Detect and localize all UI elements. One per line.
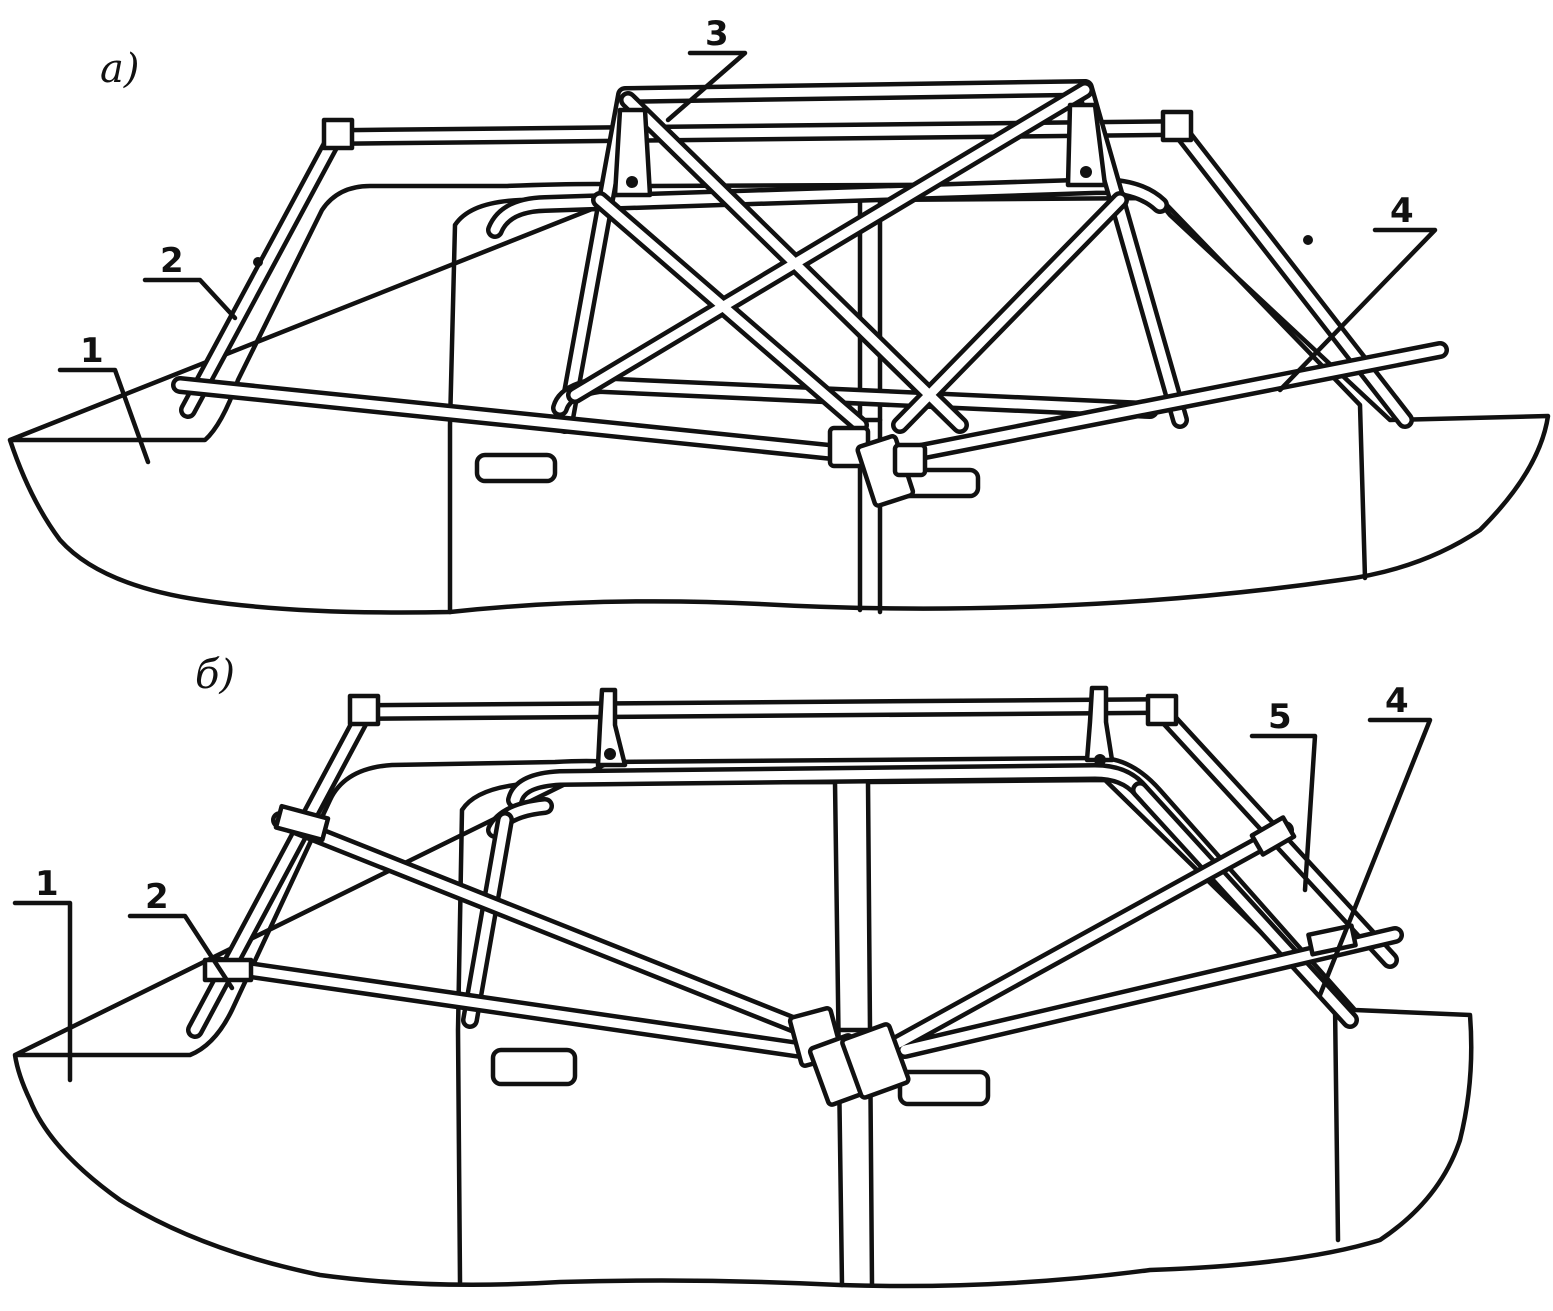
panel-b-rear-door	[865, 777, 1341, 1288]
panel-a-label: а)	[100, 46, 139, 92]
panel-a-callout-3: 3	[665, 14, 748, 123]
panel-a-hoop-fittings	[253, 102, 1313, 267]
panel-a-callout-1: 1	[57, 331, 151, 465]
panel-a-callout-2: 2	[142, 241, 238, 321]
panel-b-hoop-fittings	[595, 685, 1115, 768]
panel-b-struts	[206, 811, 1404, 1059]
panel-b-callout-4: 4	[1317, 681, 1433, 998]
svg-text:2: 2	[160, 241, 184, 281]
panel-a: а)	[7, 14, 1551, 615]
panel-a-x-brace	[566, 81, 1129, 434]
panel-b-front-handle	[490, 1047, 578, 1087]
panel-b-callout-5: 5	[1249, 697, 1318, 893]
svg-text:5: 5	[1268, 697, 1292, 737]
panel-a-roof-rails	[331, 119, 1189, 239]
panel-b-callout-2: 2	[127, 877, 235, 991]
svg-text:4: 4	[1390, 191, 1414, 231]
panel-a-front-pillar-tube	[179, 117, 355, 419]
panel-a-front-handle	[474, 452, 558, 484]
panel-b-pillar-clamps	[202, 803, 1358, 983]
panel-b: б)	[12, 652, 1474, 1289]
svg-text:4: 4	[1385, 681, 1409, 721]
panel-a-callout-4: 4	[1277, 191, 1438, 393]
svg-text:1: 1	[80, 331, 104, 371]
svg-text:3: 3	[705, 14, 729, 54]
panel-b-roof-rails	[353, 697, 1359, 1029]
panel-b-label: б)	[195, 652, 235, 698]
svg-text:1: 1	[35, 864, 59, 904]
panel-b-center-clamp	[787, 1006, 911, 1107]
panel-b-rear-handle	[897, 1069, 991, 1107]
panel-a-center-clamp	[827, 425, 928, 508]
svg-text:2: 2	[145, 877, 169, 917]
panel-b-callout-1: 1	[12, 864, 73, 1083]
panel-a-lower-struts	[171, 341, 1449, 464]
